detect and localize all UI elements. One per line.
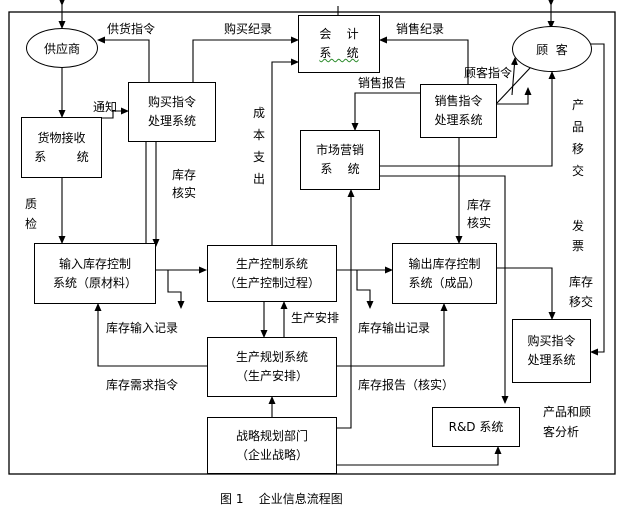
label-inventory-check-2-line-2: 核实 — [467, 216, 492, 230]
label-inventory-check-1: 库存 核实 — [172, 166, 196, 202]
input-inventory-control-system: 输入库存控制 系统（原材料） — [34, 243, 156, 304]
customer-node: 顾 客 — [512, 26, 592, 72]
purchase-bottom-line-2: 处理系统 — [527, 353, 576, 367]
label-inventory-check-1-line-2: 核实 — [172, 186, 197, 200]
rd-label: R&D 系统 — [448, 419, 504, 434]
goods-receipt-line-2: 系 统 — [34, 149, 89, 164]
label-inventory-input-record: 库存输入记录 — [106, 321, 179, 335]
goods-receipt-system: 货物接收 系 统 — [21, 117, 102, 178]
label-customer-order: 顾客指令 — [464, 66, 513, 80]
production-control-line-1: 生产控制系统 — [235, 256, 308, 271]
label-inventory-check-2: 库存 核实 — [467, 196, 491, 232]
marketing-line-2: 系 统 — [320, 162, 360, 176]
output-inventory-line-2: 系统（成品） — [408, 275, 481, 290]
label-invoice: 发票 — [571, 219, 584, 253]
production-control-system: 生产控制系统 （生产控制过程） — [207, 245, 337, 302]
strategy-planning-department: 战略规划部门 （企业战略） — [207, 417, 337, 474]
production-control-line-2: （生产控制过程） — [223, 275, 320, 290]
arrow-customer-order — [510, 57, 518, 96]
arrow-marketing-rd — [380, 175, 509, 404]
arrow-sales-report — [351, 92, 420, 131]
label-product-transfer: 产品移交 — [571, 98, 584, 178]
customer-label: 顾 客 — [536, 42, 568, 57]
arrow-input-record — [167, 270, 185, 309]
arrow-purchase-record — [192, 36, 299, 92]
label-analysis-line-2: 客分析 — [543, 425, 580, 439]
accounting-line-1: 会 计 — [319, 27, 359, 41]
marketing-line-1: 市场营销 — [315, 143, 364, 157]
accounting-line-2: 系 统 — [319, 46, 359, 60]
arrow-supply-order — [97, 36, 150, 82]
purchase-bottom-line-1: 购买指令 — [527, 334, 576, 348]
label-inventory-transfer: 库存移交 — [568, 275, 593, 309]
line-customer-sales — [496, 67, 531, 104]
accounting-system-box: 会 计 系 统 — [298, 15, 380, 73]
label-analysis-line-1: 产品和顾 — [543, 405, 592, 419]
label-supply-order: 供货指令 — [107, 22, 156, 36]
label-cost-expense: 成本支出 — [252, 106, 265, 186]
arrow-notify — [100, 107, 129, 119]
label-inventory-demand: 库存需求指令 — [106, 378, 179, 392]
label-production-schedule: 生产安排 — [291, 311, 340, 325]
production-planning-line-2: （生产安排） — [235, 369, 308, 383]
output-inventory-control-system: 输出库存控制 系统（成品） — [392, 243, 497, 304]
supplier-label: 供应商 — [43, 41, 80, 56]
purchase-top-line-2: 处理系统 — [147, 114, 196, 128]
label-sales-record: 销售纪录 — [396, 22, 445, 36]
outer-frame — [8, 11, 616, 475]
supplier-node: 供应商 — [26, 28, 98, 68]
label-notify: 通知 — [93, 100, 118, 114]
arrow-strategy-marketing — [337, 189, 355, 429]
input-inventory-line-2: 系统（原材料） — [52, 275, 137, 290]
input-inventory-line-1: 输入库存控制 — [58, 256, 131, 271]
label-inventory-output-record: 库存输出记录 — [358, 321, 431, 335]
purchase-order-system-bottom: 购买指令 处理系统 — [512, 319, 591, 383]
output-inventory-line-1: 输出库存控制 — [408, 256, 481, 271]
sales-order-system: 销售指令 处理系统 — [420, 84, 497, 138]
figure-caption: 图 1 企业信息流程图 — [220, 492, 343, 506]
production-planning-line-1: 生产规划系统 — [235, 350, 308, 364]
sales-order-line-2: 处理系统 — [434, 113, 483, 127]
label-sales-report: 销售报告 — [358, 76, 407, 90]
label-quality-check: 质检 — [24, 197, 37, 231]
goods-receipt-line-1: 货物接收 — [37, 130, 86, 145]
purchase-order-system-top: 购买指令 处理系统 — [128, 82, 216, 142]
rd-system: R&D 系统 — [432, 407, 520, 447]
sales-order-line-1: 销售指令 — [434, 94, 483, 108]
label-inventory-check-1-line-1: 库存 — [172, 168, 197, 182]
label-product-customer-analysis: 产品和顾 客分析 — [543, 402, 591, 442]
arrow-inventory-report — [337, 303, 448, 367]
strategy-line-1: 战略规划部门 — [235, 428, 308, 443]
arrow-inventory-demand — [94, 303, 207, 367]
marketing-system: 市场营销 系 统 — [300, 130, 380, 190]
production-planning-system: 生产规划系统 （生产安排） — [207, 337, 337, 397]
arrow-sales-record — [379, 36, 469, 84]
label-purchase-record: 购买纪录 — [224, 22, 273, 36]
strategy-line-2: （企业战略） — [235, 447, 308, 462]
arrow-output-to-purchase — [497, 267, 556, 320]
arrow-sales-customer — [497, 87, 532, 105]
arrow-strategy-rd — [337, 446, 502, 466]
arrow-output-record — [356, 270, 374, 309]
label-inventory-report: 库存报告（核实） — [358, 378, 455, 392]
arrow-product-transfer — [380, 71, 556, 167]
purchase-top-line-1: 购买指令 — [147, 95, 196, 109]
label-inventory-check-2-line-1: 库存 — [467, 198, 492, 212]
arrow-cost-expense — [271, 58, 299, 245]
